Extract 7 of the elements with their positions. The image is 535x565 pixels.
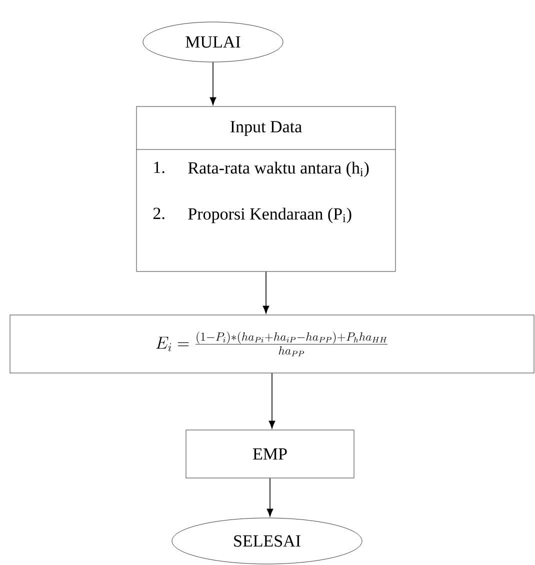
arrow — [210, 62, 216, 106]
process-box: EMP — [186, 430, 354, 478]
input-box: Input Data 1. Rata-rata waktu antara (h$_{i}$) 2. Proporsi Kendaraan (P$_{i}$) — [136, 106, 396, 272]
formula-box: $E_i = \frac{(1-P_i)*(ha_{P i}+ha_{iP}-ha_{PP})+P_h ha_{HH}}{ha_{PP}}$ — [10, 314, 534, 374]
arrow — [262, 271, 270, 314]
arrow — [266, 478, 274, 517]
arrow — [268, 372, 276, 429]
